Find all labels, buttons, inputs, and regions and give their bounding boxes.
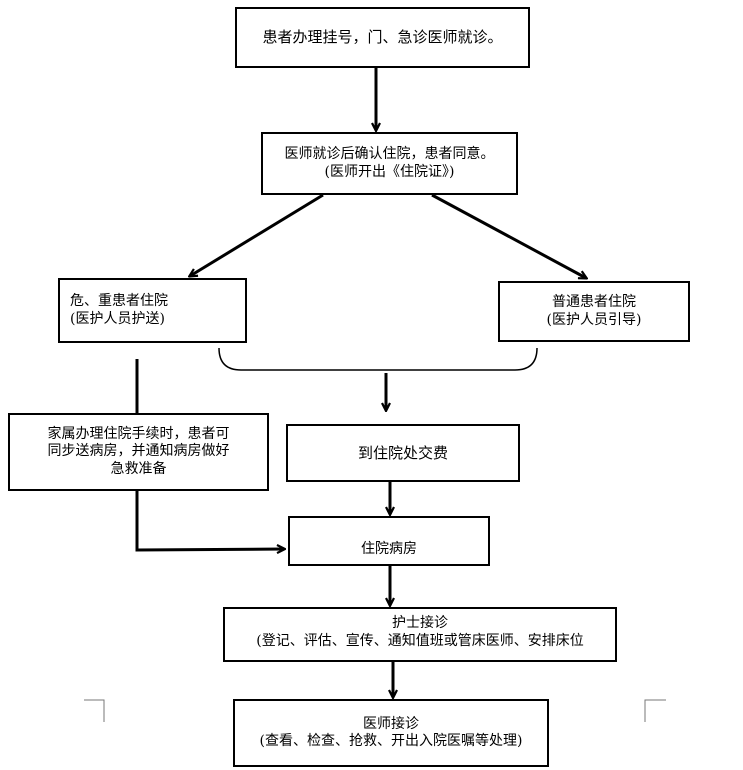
family-procedure-line3: 急救准备 [110, 460, 167, 477]
arrow-step2-to-critical [190, 193, 324, 276]
normal-patient-text: 普通患者住院 [552, 294, 636, 310]
step-registration-box: 患者办理挂号，门、急诊医师就诊。 [235, 7, 530, 68]
ward-text: 住院病房 [361, 540, 417, 557]
doctor-reception-note: (查看、检查、抢救、开出入院医嘱等处理) [259, 733, 523, 749]
doctor-reception-text: 医师接诊 [363, 715, 419, 732]
family-procedure-box: 家属办理住院手续时，患者可 同步送病房，并通知病房做好 急救准备 [8, 413, 269, 491]
critical-patient-text: 危、重患者住院 [70, 293, 168, 309]
arrow-step2-to-normal [431, 193, 586, 278]
normal-patient-box: 普通患者住院 (医护人员引导) [498, 281, 690, 342]
doctor-reception-box: 医师接诊 (查看、检查、抢救、开出入院医嘱等处理) [233, 699, 549, 767]
critical-patient-note: (医护人员护送) [70, 310, 165, 327]
normal-patient-note: (医护人员引导) [546, 311, 642, 328]
merge-brace [218, 347, 538, 371]
step-registration-text: 患者办理挂号，门、急诊医师就诊。 [262, 28, 503, 47]
step-admission-confirm-note: (医师开出《住院证》) [324, 163, 455, 180]
nurse-reception-text: 护士接诊 [392, 615, 448, 631]
family-procedure-line1: 家属办理住院手续时，患者可 [47, 425, 230, 442]
nurse-reception-box: 护士接诊 (登记、评估、宣传、通知值班或管床医师、安排床位 [223, 607, 617, 662]
page-corner-mark-left [84, 699, 105, 722]
ward-box: 住院病房 [288, 516, 490, 566]
arrow-family-to-ward [135, 491, 284, 550]
payment-text: 到住院处交费 [357, 443, 448, 462]
step-admission-confirm-box: 医师就诊后确认住院，患者同意。 (医师开出《住院证》) [261, 132, 518, 195]
critical-patient-box: 危、重患者住院 (医护人员护送) [58, 278, 247, 343]
family-procedure-line2: 同步送病房，并通知病房做好 [47, 443, 230, 460]
page-corner-mark-right [644, 699, 666, 722]
payment-box: 到住院处交费 [286, 424, 520, 482]
step-admission-confirm-text: 医师就诊后确认住院，患者同意。 [284, 146, 495, 162]
nurse-reception-note: (登记、评估、宣传、通知值班或管床医师、安排床位 [256, 632, 584, 649]
